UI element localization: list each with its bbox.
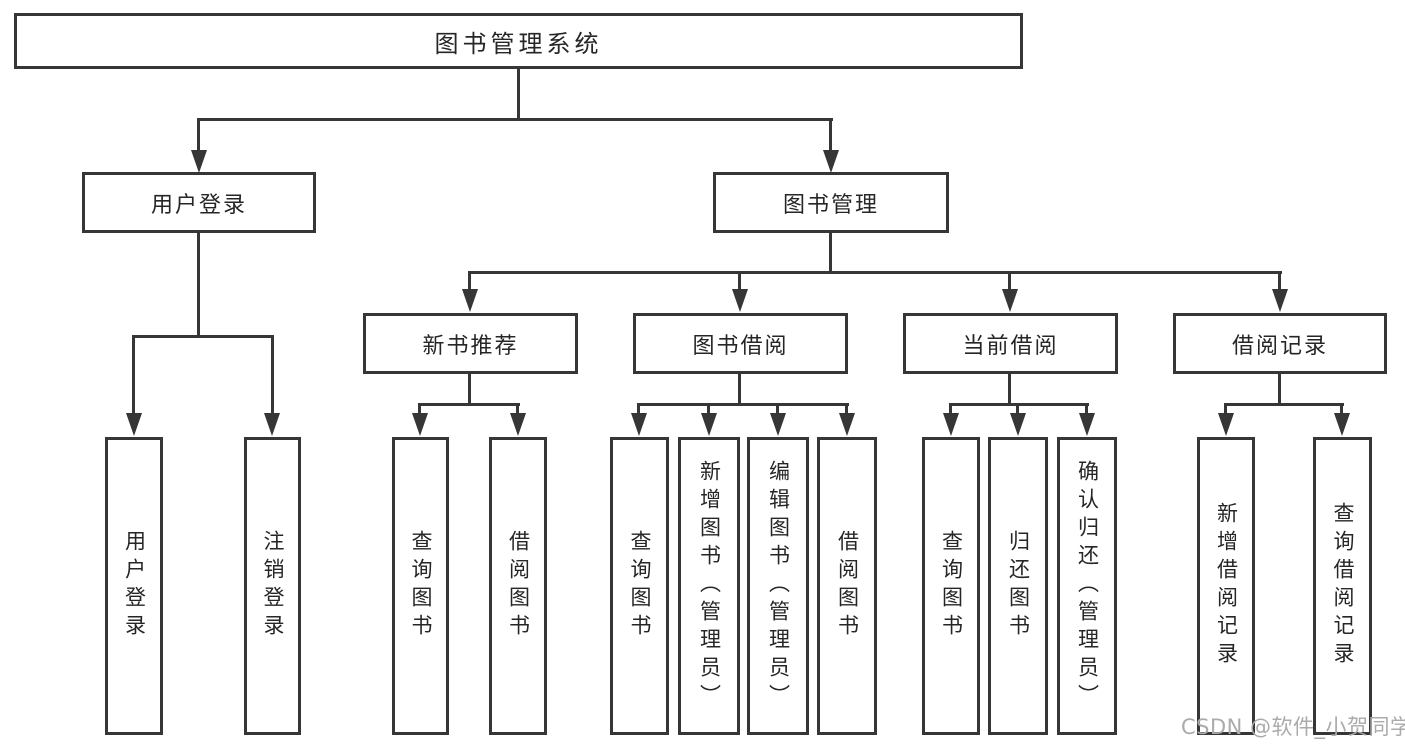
node-br-query-record: 查询借阅记录 [1313, 437, 1372, 735]
connector-shaft [949, 403, 952, 416]
arrow-down-icon [1334, 413, 1350, 436]
connector-book-management-rail [468, 271, 1282, 274]
arrow-down-icon [943, 413, 959, 436]
connector-root-stem [517, 69, 520, 120]
node-bb-borrow-books: 借阅图书 [817, 437, 877, 735]
arrow-down-icon [1010, 413, 1026, 436]
node-nb-query-books: 查询图书 [392, 437, 449, 735]
connector-shaft [132, 335, 135, 415]
connector-shaft [637, 403, 640, 416]
arrow-down-icon [264, 413, 280, 436]
connector-shaft [516, 403, 519, 416]
node-book-management: 图书管理 [713, 172, 949, 233]
connector-user-login-stem [197, 233, 200, 337]
connector-shaft [845, 403, 848, 416]
arrow-down-icon [701, 413, 717, 436]
connector-shaft [776, 403, 779, 416]
arrow-down-icon [191, 150, 207, 173]
node-br-add-record: 新增借阅记录 [1197, 437, 1255, 735]
connector-shaft [271, 335, 274, 415]
node-nb-borrow-books: 借阅图书 [489, 437, 547, 735]
connector-shaft [707, 403, 710, 416]
node-bb-edit-books-admin: 编辑图书（管理员） [747, 437, 809, 735]
node-login: 用户登录 [105, 437, 163, 735]
connector-shaft [1340, 403, 1343, 416]
arrow-down-icon [1002, 289, 1018, 312]
node-current-borrowing: 当前借阅 [903, 313, 1118, 374]
arrow-down-icon [510, 413, 526, 436]
node-bb-query-books: 查询图书 [610, 437, 669, 735]
connector-shaft [1016, 403, 1019, 416]
connector-shaft [1008, 271, 1011, 291]
connector-shaft [418, 403, 421, 416]
node-cb-confirm-return-admin: 确认归还（管理员） [1057, 437, 1117, 735]
connector-shaft [1224, 403, 1227, 416]
connector-current-borrowing-stem [1008, 374, 1011, 406]
arrow-down-icon [631, 413, 647, 436]
connector-new-book-rail [418, 403, 520, 406]
node-cb-query-books: 查询图书 [922, 437, 980, 735]
connector-shaft [829, 118, 832, 152]
arrow-down-icon [770, 413, 786, 436]
node-borrowing-records: 借阅记录 [1173, 313, 1387, 374]
node-new-book-recommend: 新书推荐 [363, 313, 578, 374]
arrow-down-icon [126, 413, 142, 436]
connector-user-login-rail [132, 335, 274, 338]
connector-current-borrowing-rail [949, 403, 1089, 406]
node-logout: 注销登录 [244, 437, 301, 735]
node-bb-add-books-admin: 新增图书（管理员） [678, 437, 740, 735]
connector-shaft [738, 271, 741, 291]
node-cb-return-books: 归还图书 [988, 437, 1048, 735]
connector-shaft [468, 271, 471, 291]
arrow-down-icon [412, 413, 428, 436]
connector-book-borrowing-rail [637, 403, 849, 406]
arrow-down-icon [462, 289, 478, 312]
node-user-login: 用户登录 [82, 172, 316, 233]
arrow-down-icon [823, 150, 839, 173]
connector-shaft [197, 118, 200, 152]
connector-new-book-stem [468, 374, 471, 406]
connector-borrowing-records-stem [1278, 374, 1281, 406]
arrow-down-icon [732, 289, 748, 312]
node-book-borrowing: 图书借阅 [633, 313, 848, 374]
arrow-down-icon [1218, 413, 1234, 436]
arrow-down-icon [1079, 413, 1095, 436]
connector-book-management-stem [829, 233, 832, 274]
arrow-down-icon [1272, 289, 1288, 312]
node-library-system: 图书管理系统 [14, 13, 1023, 69]
connector-book-borrowing-stem [738, 374, 741, 406]
arrow-down-icon [839, 413, 855, 436]
watermark-text: CSDN @软件_小贺同学 [1181, 715, 1405, 739]
connector-root-rail [197, 118, 833, 121]
connector-borrowing-records-rail [1224, 403, 1344, 406]
connector-shaft [1085, 403, 1088, 416]
connector-shaft [1278, 271, 1281, 291]
